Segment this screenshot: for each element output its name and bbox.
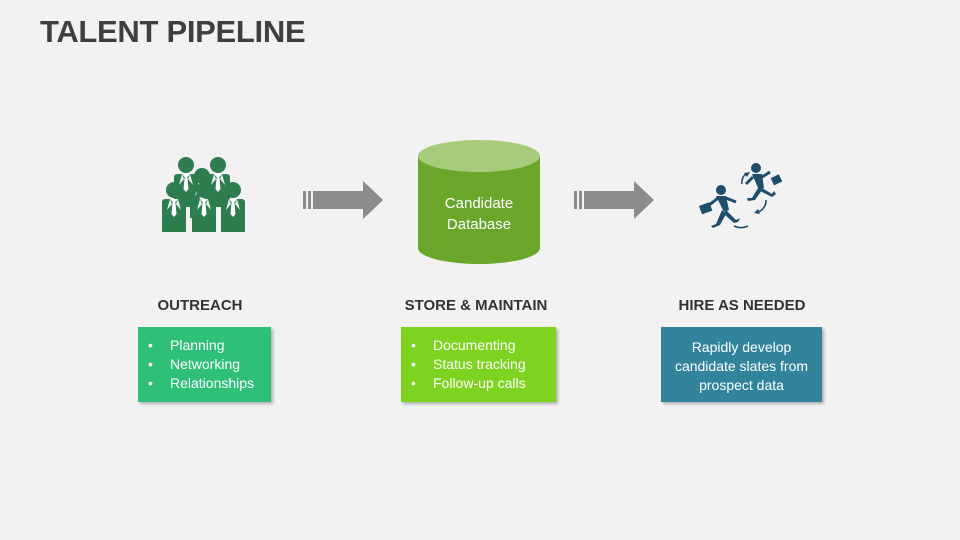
hire-box: Rapidly develop candidate slates from pr… [661, 327, 822, 402]
stage-title-hire: HIRE AS NEEDED [678, 297, 806, 314]
list-item: Status tracking [411, 355, 556, 374]
database-label-line1: Candidate [444, 195, 514, 212]
database-label-line2: Database [446, 216, 512, 233]
flow-arrow-2 [574, 181, 654, 219]
store-maintain-list: Documenting Status tracking Follow-up ca… [401, 327, 556, 393]
database-label: Candidate Database [416, 193, 542, 235]
database-icon [418, 140, 540, 264]
list-item: Relationships [148, 374, 271, 393]
list-item: Networking [148, 355, 271, 374]
stage-title-store-maintain: STORE & MAINTAIN [404, 297, 548, 314]
flow-arrow-1 [303, 181, 383, 219]
stage-title-outreach: OUTREACH [157, 297, 243, 314]
people-group-icon [162, 157, 245, 232]
list-item: Documenting [411, 336, 556, 355]
store-maintain-box: Documenting Status tracking Follow-up ca… [401, 327, 556, 402]
page-title: TALENT PIPELINE [40, 14, 306, 49]
list-item: Planning [148, 336, 271, 355]
list-item: Follow-up calls [411, 374, 556, 393]
outreach-box: Planning Networking Relationships [138, 327, 271, 402]
outreach-list: Planning Networking Relationships [138, 327, 271, 393]
running-businessmen-icon [698, 163, 783, 229]
